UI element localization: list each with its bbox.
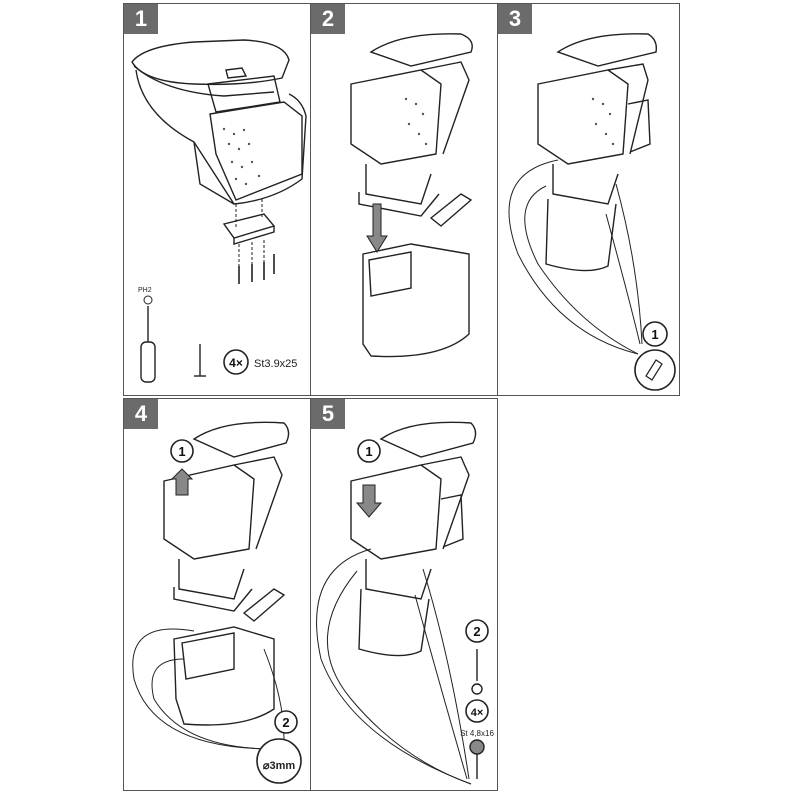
- step-5-panel: 5 1 2: [310, 398, 498, 791]
- step-3-panel: 3 1: [497, 3, 680, 396]
- step-1-panel: 1: [123, 3, 311, 396]
- armrest-mounting-illustration: PH2 4× St3.9x25: [131, 39, 307, 383]
- step-4-panel: 4 1 2 ⌀3mm: [123, 398, 311, 791]
- hole-size-label: ⌀3mm: [263, 760, 296, 772]
- hole-drilling-illustration: 1 2 ⌀3mm: [132, 421, 302, 784]
- step-number-badge: 5: [311, 399, 345, 429]
- quantity-label: 4×: [229, 356, 243, 370]
- screw-spec-label: St3.9x25: [254, 358, 297, 370]
- screw-spec-label: St 4,8x16: [460, 729, 494, 738]
- step-number-badge: 1: [124, 4, 158, 34]
- quantity-label: 4×: [471, 707, 484, 719]
- final-fixing-illustration: 1 2 4× St 4,8x16: [316, 421, 494, 785]
- callout-bottom: 2: [282, 715, 289, 730]
- step-number-badge: 3: [498, 4, 532, 34]
- armrest-lowering-illustration: [350, 33, 473, 358]
- armrest-fixing-illustration: 1: [508, 33, 676, 391]
- callout-bottom: 2: [473, 624, 480, 639]
- callout-top: 1: [365, 444, 372, 459]
- callout-number: 1: [651, 327, 658, 342]
- step-number-badge: 2: [311, 4, 345, 34]
- callout-top: 1: [178, 444, 185, 459]
- step-number-badge: 4: [124, 399, 158, 429]
- step-2-panel: 2: [310, 3, 498, 396]
- tool-label: PH2: [138, 287, 152, 294]
